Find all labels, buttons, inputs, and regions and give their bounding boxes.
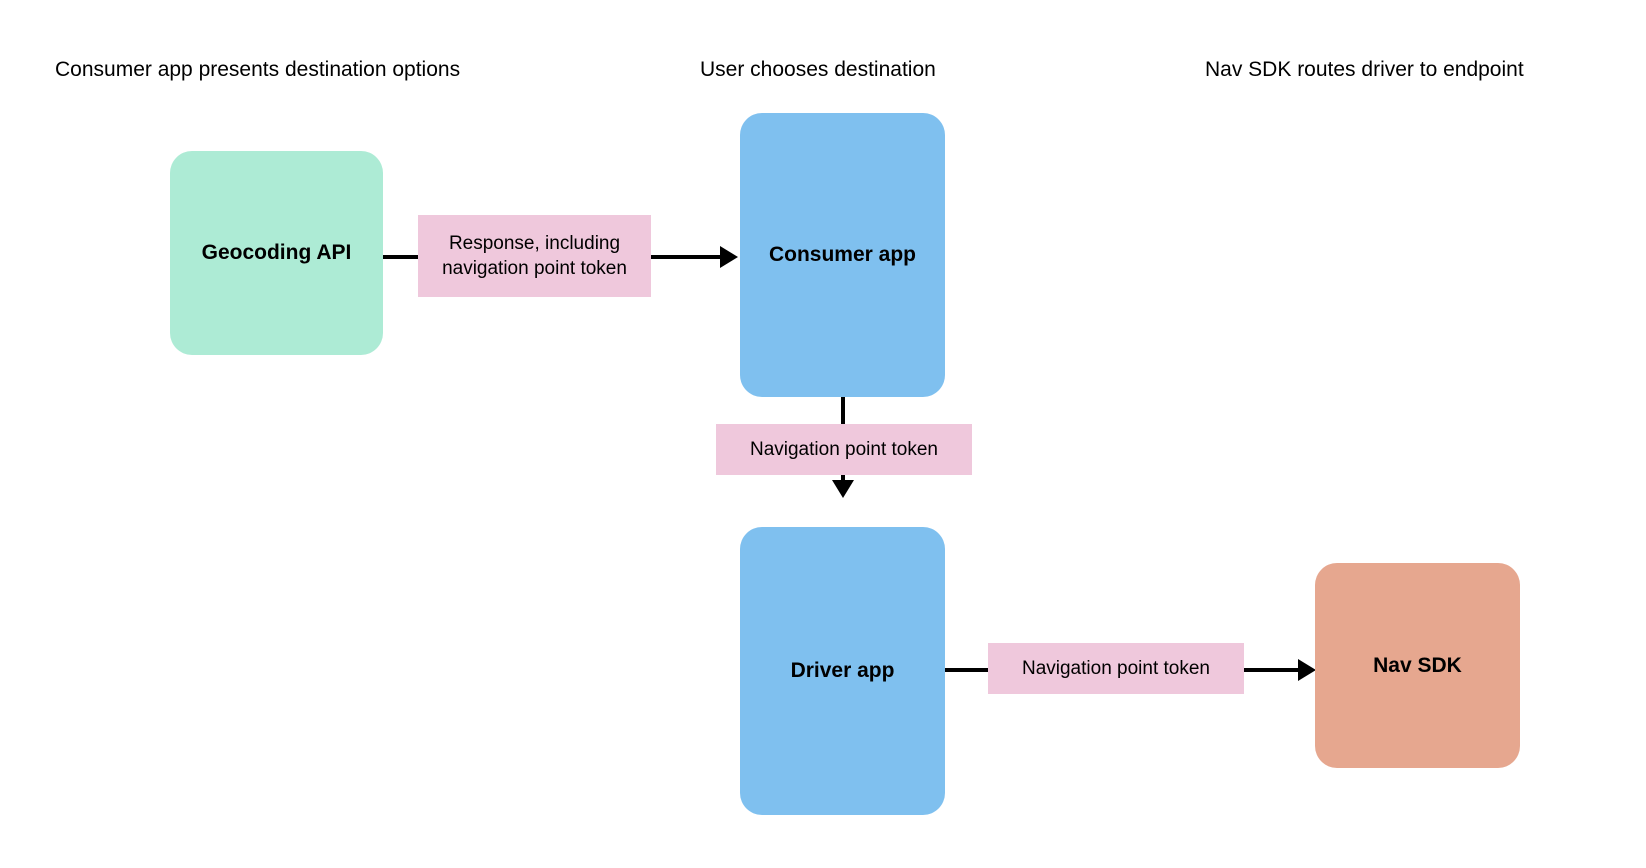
node-consumer-app: Consumer app — [740, 113, 945, 397]
node-driver-app-label: Driver app — [790, 659, 895, 682]
column-header-consumer-app: Consumer app presents destination option… — [55, 58, 461, 81]
edge-label-response-including-navigation-point-token: Response, including navigation point tok… — [418, 215, 651, 297]
edge-label-navigation-point-token-consumer-to-driver: Navigation point token — [716, 424, 972, 475]
node-driver-app: Driver app — [740, 527, 945, 815]
node-geocoding-api: Geocoding API — [170, 151, 383, 355]
arrowhead-right-icon-geocoding-to-consumer — [720, 246, 738, 268]
node-nav-sdk-label: Nav SDK — [1373, 653, 1462, 677]
column-header-user-chooses: User chooses destination — [700, 58, 936, 81]
column-header-nav-sdk-routes: Nav SDK routes driver to endpoint — [1205, 58, 1524, 81]
arrowhead-right-icon-driver-to-navsdk — [1298, 659, 1316, 681]
node-nav-sdk: Nav SDK — [1315, 563, 1520, 768]
node-consumer-app-label: Consumer app — [768, 243, 917, 266]
edge-label-navigation-point-token-driver-to-navsdk: Navigation point token — [988, 643, 1244, 694]
node-geocoding-api-label: Geocoding API — [201, 241, 352, 264]
arrowhead-down-icon-consumer-to-driver — [832, 480, 854, 498]
